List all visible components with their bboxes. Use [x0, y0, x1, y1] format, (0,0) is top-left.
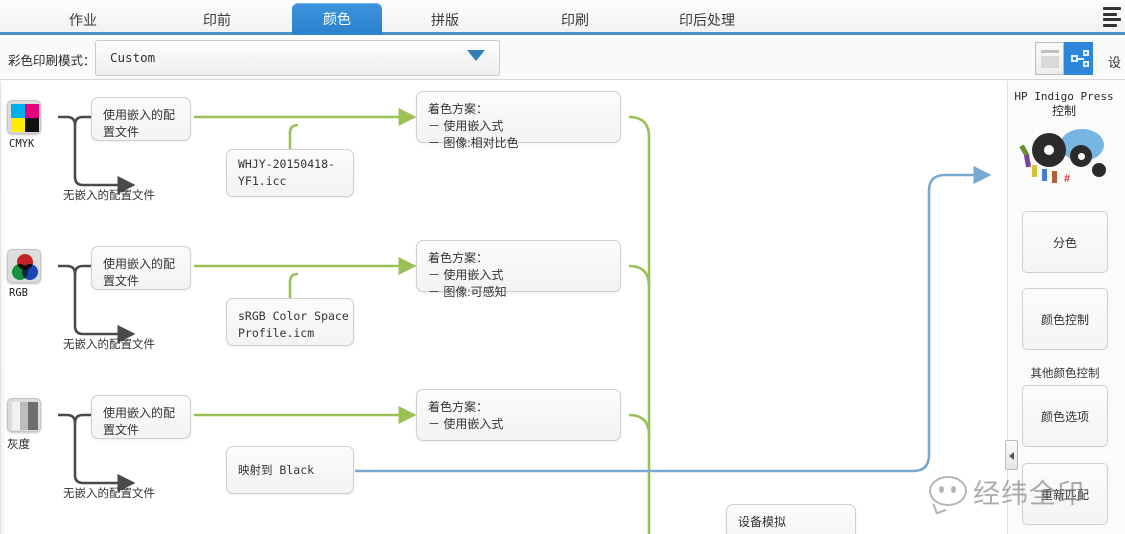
tab-jobs[interactable]: 作业 — [69, 12, 97, 28]
node-intent-gray[interactable]: 着色方案： － 使用嵌入式 — [416, 389, 621, 441]
toolbar: 彩色印刷模式： Custom 设 — [0, 38, 1125, 80]
cmyk-magenta — [25, 104, 39, 118]
printing-press-icon: # — [1019, 129, 1108, 185]
toolbar-right-glyph: 设 — [1107, 55, 1121, 70]
button-rematch[interactable]: 重新匹配 — [1022, 463, 1108, 525]
node-use-embedded-cmyk[interactable]: 使用嵌入的配置文件 — [91, 97, 191, 141]
button-color-options[interactable]: 颜色选项 — [1022, 385, 1108, 447]
menu-line — [1103, 18, 1121, 22]
intent-line-gray-1: － 使用嵌入式 — [428, 417, 504, 431]
cmyk-swatch-icon[interactable] — [7, 100, 41, 134]
intent-title-rgb: 着色方案： — [428, 251, 489, 265]
rgb-blue — [22, 264, 38, 280]
node-profile-rgb[interactable]: sRGB Color Space Profile.icm — [226, 298, 354, 346]
hamburger-menu-icon[interactable] — [1103, 7, 1121, 27]
intent-line-cmyk-1: － 使用嵌入式 — [428, 119, 504, 133]
label-no-embed-rgb: 无嵌入的配置文件 — [63, 339, 155, 351]
label-no-embed-gray: 无嵌入的配置文件 — [63, 488, 155, 500]
tab-postpress[interactable]: 印后处理 — [679, 12, 735, 28]
press-drum-small-hub — [1078, 153, 1085, 160]
press-color-mark: # — [1064, 173, 1071, 185]
ink-cartridge-purple — [1023, 154, 1032, 168]
node-device-simulation[interactable]: 设备模拟 — [726, 504, 856, 534]
intent-title-cmyk: 着色方案： — [428, 102, 489, 116]
flow-link — [1078, 58, 1084, 60]
tab-color[interactable]: 颜色 — [292, 3, 382, 35]
press-roller — [1092, 163, 1106, 177]
node-profile-cmyk[interactable]: WHJY-20150418-YF1.icc — [226, 149, 354, 197]
source-label-gray: 灰度 — [7, 439, 30, 451]
panel-title-line1: HP Indigo Press — [1014, 90, 1114, 103]
panel-title-line2: 控制 — [1051, 104, 1076, 118]
menu-line — [1103, 7, 1121, 10]
node-use-embedded-gray[interactable]: 使用嵌入的配置文件 — [91, 395, 191, 439]
view-mode-toggle — [1035, 42, 1093, 75]
label-no-embed-cmyk: 无嵌入的配置文件 — [63, 190, 155, 202]
list-view-bar — [1041, 50, 1059, 53]
rgb-color-wheel-icon[interactable] — [7, 249, 41, 283]
intent-line-rgb-2: － 图像:可感知 — [428, 285, 507, 299]
node-intent-cmyk[interactable]: 着色方案： － 使用嵌入式 － 图像:相对比色 — [416, 91, 621, 150]
grayscale-bars-icon[interactable] — [7, 398, 41, 432]
gray-bars — [12, 402, 38, 430]
menu-line — [1103, 23, 1117, 27]
chevron-down-icon — [467, 50, 485, 61]
gray-bar-light — [12, 402, 20, 430]
ink-cartridge-yellow — [1032, 165, 1037, 177]
cmyk-yellow — [11, 118, 25, 132]
source-label-rgb: RGB — [9, 287, 28, 299]
tab-bar: 作业 印前 颜色 拼版 印刷 印后处理 — [0, 0, 1125, 35]
button-separations[interactable]: 分色 — [1022, 211, 1108, 273]
color-flow-canvas[interactable]: CMYK 使用嵌入的配置文件 无嵌入的配置文件 WHJY-20150418-YF… — [0, 81, 1007, 534]
ink-cartridge-blue — [1042, 169, 1047, 181]
flow-node — [1071, 55, 1078, 62]
rgb-wheel — [12, 254, 38, 280]
color-print-mode-select[interactable]: Custom — [95, 40, 500, 76]
node-intent-rgb[interactable]: 着色方案： － 使用嵌入式 － 图像:可感知 — [416, 240, 621, 299]
tab-print[interactable]: 印刷 — [561, 12, 589, 28]
node-use-embedded-rgb[interactable]: 使用嵌入的配置文件 — [91, 246, 191, 290]
source-label-cmyk: CMYK — [9, 138, 35, 150]
gray-bar-mid — [20, 402, 28, 430]
collapse-panel-arrow-icon[interactable] — [1005, 440, 1018, 470]
intent-title-gray: 着色方案： — [428, 400, 489, 414]
gray-bar-dark — [28, 402, 38, 430]
button-color-control[interactable]: 颜色控制 — [1022, 288, 1108, 350]
profile-rgb-line2: Profile.icm — [238, 326, 315, 340]
intent-line-rgb-1: － 使用嵌入式 — [428, 268, 504, 282]
tab-list: 作业 印前 颜色 拼版 印刷 印后处理 — [0, 0, 750, 35]
color-print-mode-label: 彩色印刷模式： — [8, 54, 96, 68]
cmyk-cyan — [11, 104, 25, 118]
list-view-body — [1041, 56, 1059, 68]
press-drum-hub — [1044, 145, 1054, 155]
list-view-icon[interactable] — [1035, 42, 1064, 75]
intent-line-cmyk-2: － 图像:相对比色 — [428, 136, 519, 150]
collapse-arrow — [1009, 452, 1014, 460]
profile-rgb-line1: sRGB Color Space — [238, 309, 349, 323]
tab-prepress[interactable]: 印前 — [203, 12, 231, 28]
ink-cartridge-orange — [1052, 171, 1057, 183]
press-control-panel: HP Indigo Press 控制 # 分色 颜色控制 其他颜色控制 颜色选项… — [1007, 81, 1125, 534]
tab-imposition[interactable]: 拼版 — [431, 12, 459, 28]
node-map-to-black[interactable]: 映射到 Black — [226, 446, 354, 494]
flow-node — [1083, 61, 1089, 67]
panel-title: HP Indigo Press 控制 — [1008, 89, 1120, 119]
section-label-other-color-control: 其他颜色控制 — [1030, 368, 1100, 380]
color-print-mode-value: Custom — [110, 50, 156, 65]
flow-view-icon[interactable] — [1064, 42, 1093, 75]
flow-node — [1083, 50, 1089, 56]
cmyk-black — [25, 118, 39, 132]
cmyk-grid — [11, 104, 39, 132]
menu-line — [1103, 12, 1117, 16]
